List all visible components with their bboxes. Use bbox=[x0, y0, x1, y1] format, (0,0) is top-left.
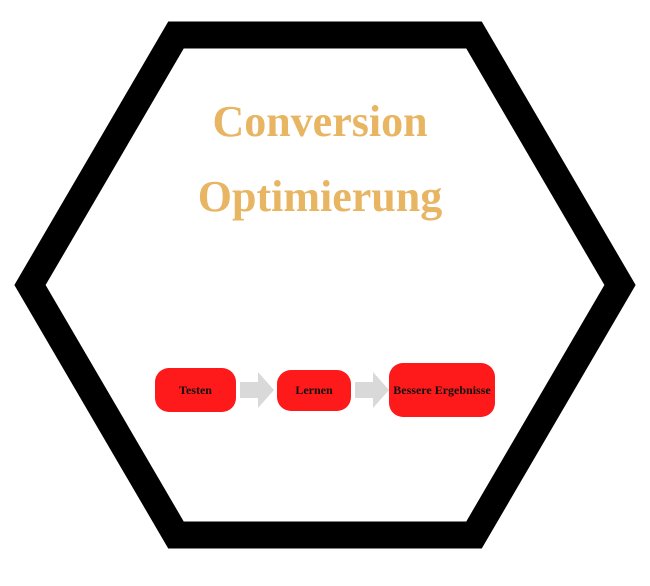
step-testen: Testen bbox=[155, 368, 236, 412]
title-line-2: Optimierung bbox=[197, 172, 443, 221]
step-bessere-ergebnisse: Bessere Ergebnisse bbox=[389, 363, 495, 417]
arrow-right-icon bbox=[355, 372, 389, 408]
step-lernen: Lernen bbox=[277, 370, 351, 411]
title-line-1: Conversion bbox=[212, 97, 428, 146]
arrow-right-icon bbox=[240, 372, 274, 408]
